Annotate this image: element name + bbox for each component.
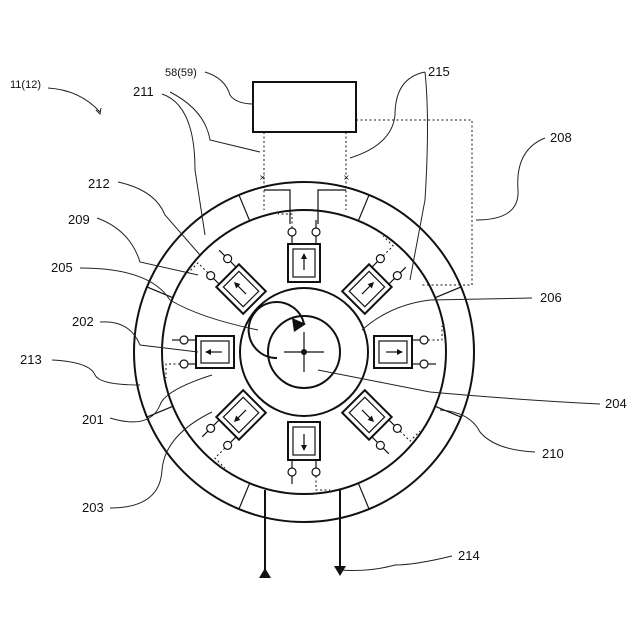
leader-58-59 — [205, 72, 254, 104]
leader-215-b — [410, 72, 428, 280]
label-206: 206 — [540, 290, 562, 305]
check-valve — [180, 336, 188, 344]
label-205: 205 — [51, 260, 73, 275]
piston-unit — [278, 214, 320, 282]
housing-partition — [358, 195, 369, 221]
port-line — [219, 250, 225, 256]
leader-212 — [118, 182, 200, 255]
valve-link — [372, 437, 378, 443]
valve-link — [230, 261, 236, 267]
housing-partition — [435, 406, 461, 417]
check-valve — [180, 360, 188, 368]
valve-link — [372, 261, 378, 267]
label-203: 203 — [82, 500, 104, 515]
valve-link — [389, 278, 395, 284]
leader-11-12 — [48, 88, 100, 112]
leader-213 — [52, 360, 140, 385]
check-valve — [288, 228, 296, 236]
leader-203 — [110, 412, 212, 508]
piston-unit — [166, 336, 234, 378]
piston-unit — [374, 326, 442, 368]
shaft-center-dot — [301, 349, 307, 355]
leader-214 — [340, 556, 452, 570]
leader-215-a — [350, 72, 425, 158]
housing-partition — [435, 287, 461, 298]
label-215: 215 — [428, 64, 450, 79]
check-valve — [420, 360, 428, 368]
pipe-top-left — [264, 190, 290, 224]
label-202: 202 — [72, 314, 94, 329]
label-58-59: 58(59) — [165, 67, 197, 79]
check-valve — [420, 336, 428, 344]
label-214: 214 — [458, 548, 480, 563]
leader-209 — [97, 218, 198, 275]
leader-206 — [362, 298, 532, 330]
valve-link — [213, 420, 219, 426]
valve-signal — [316, 476, 330, 490]
piston-unit — [288, 422, 330, 490]
leader-211-a — [162, 94, 205, 235]
leader-201 — [110, 375, 212, 422]
x-mark: × — [259, 173, 266, 182]
valve-link — [230, 437, 236, 443]
supply-arrow-up — [259, 568, 271, 578]
label-11-12: 11(12) — [10, 79, 41, 91]
label-204: 204 — [605, 396, 627, 411]
label-211: 211 — [133, 84, 154, 99]
label-201: 201 — [82, 412, 104, 427]
housing-partition — [239, 483, 250, 509]
port-line — [383, 448, 389, 454]
label-209: 209 — [68, 212, 90, 227]
controller-box — [253, 82, 356, 132]
housing-partition — [358, 483, 369, 509]
x-mark: × — [343, 173, 350, 182]
label-210: 210 — [542, 446, 564, 461]
supply-arrow-down — [334, 566, 346, 576]
label-208: 208 — [550, 130, 572, 145]
pipe-top-right — [318, 190, 346, 224]
check-valve — [312, 468, 320, 476]
port-line — [202, 431, 208, 437]
leader-208 — [476, 138, 545, 220]
check-valve — [312, 228, 320, 236]
label-213: 213 — [20, 352, 42, 367]
valve-signal — [166, 364, 180, 378]
label-212: 212 — [88, 176, 110, 191]
valve-link — [213, 278, 219, 284]
housing-partition — [239, 195, 250, 221]
valve-link — [389, 420, 395, 426]
housing-partition — [147, 406, 173, 417]
check-valve — [288, 468, 296, 476]
valve-signal — [428, 326, 442, 340]
port-line — [400, 267, 406, 273]
leader-211-b — [170, 92, 260, 152]
